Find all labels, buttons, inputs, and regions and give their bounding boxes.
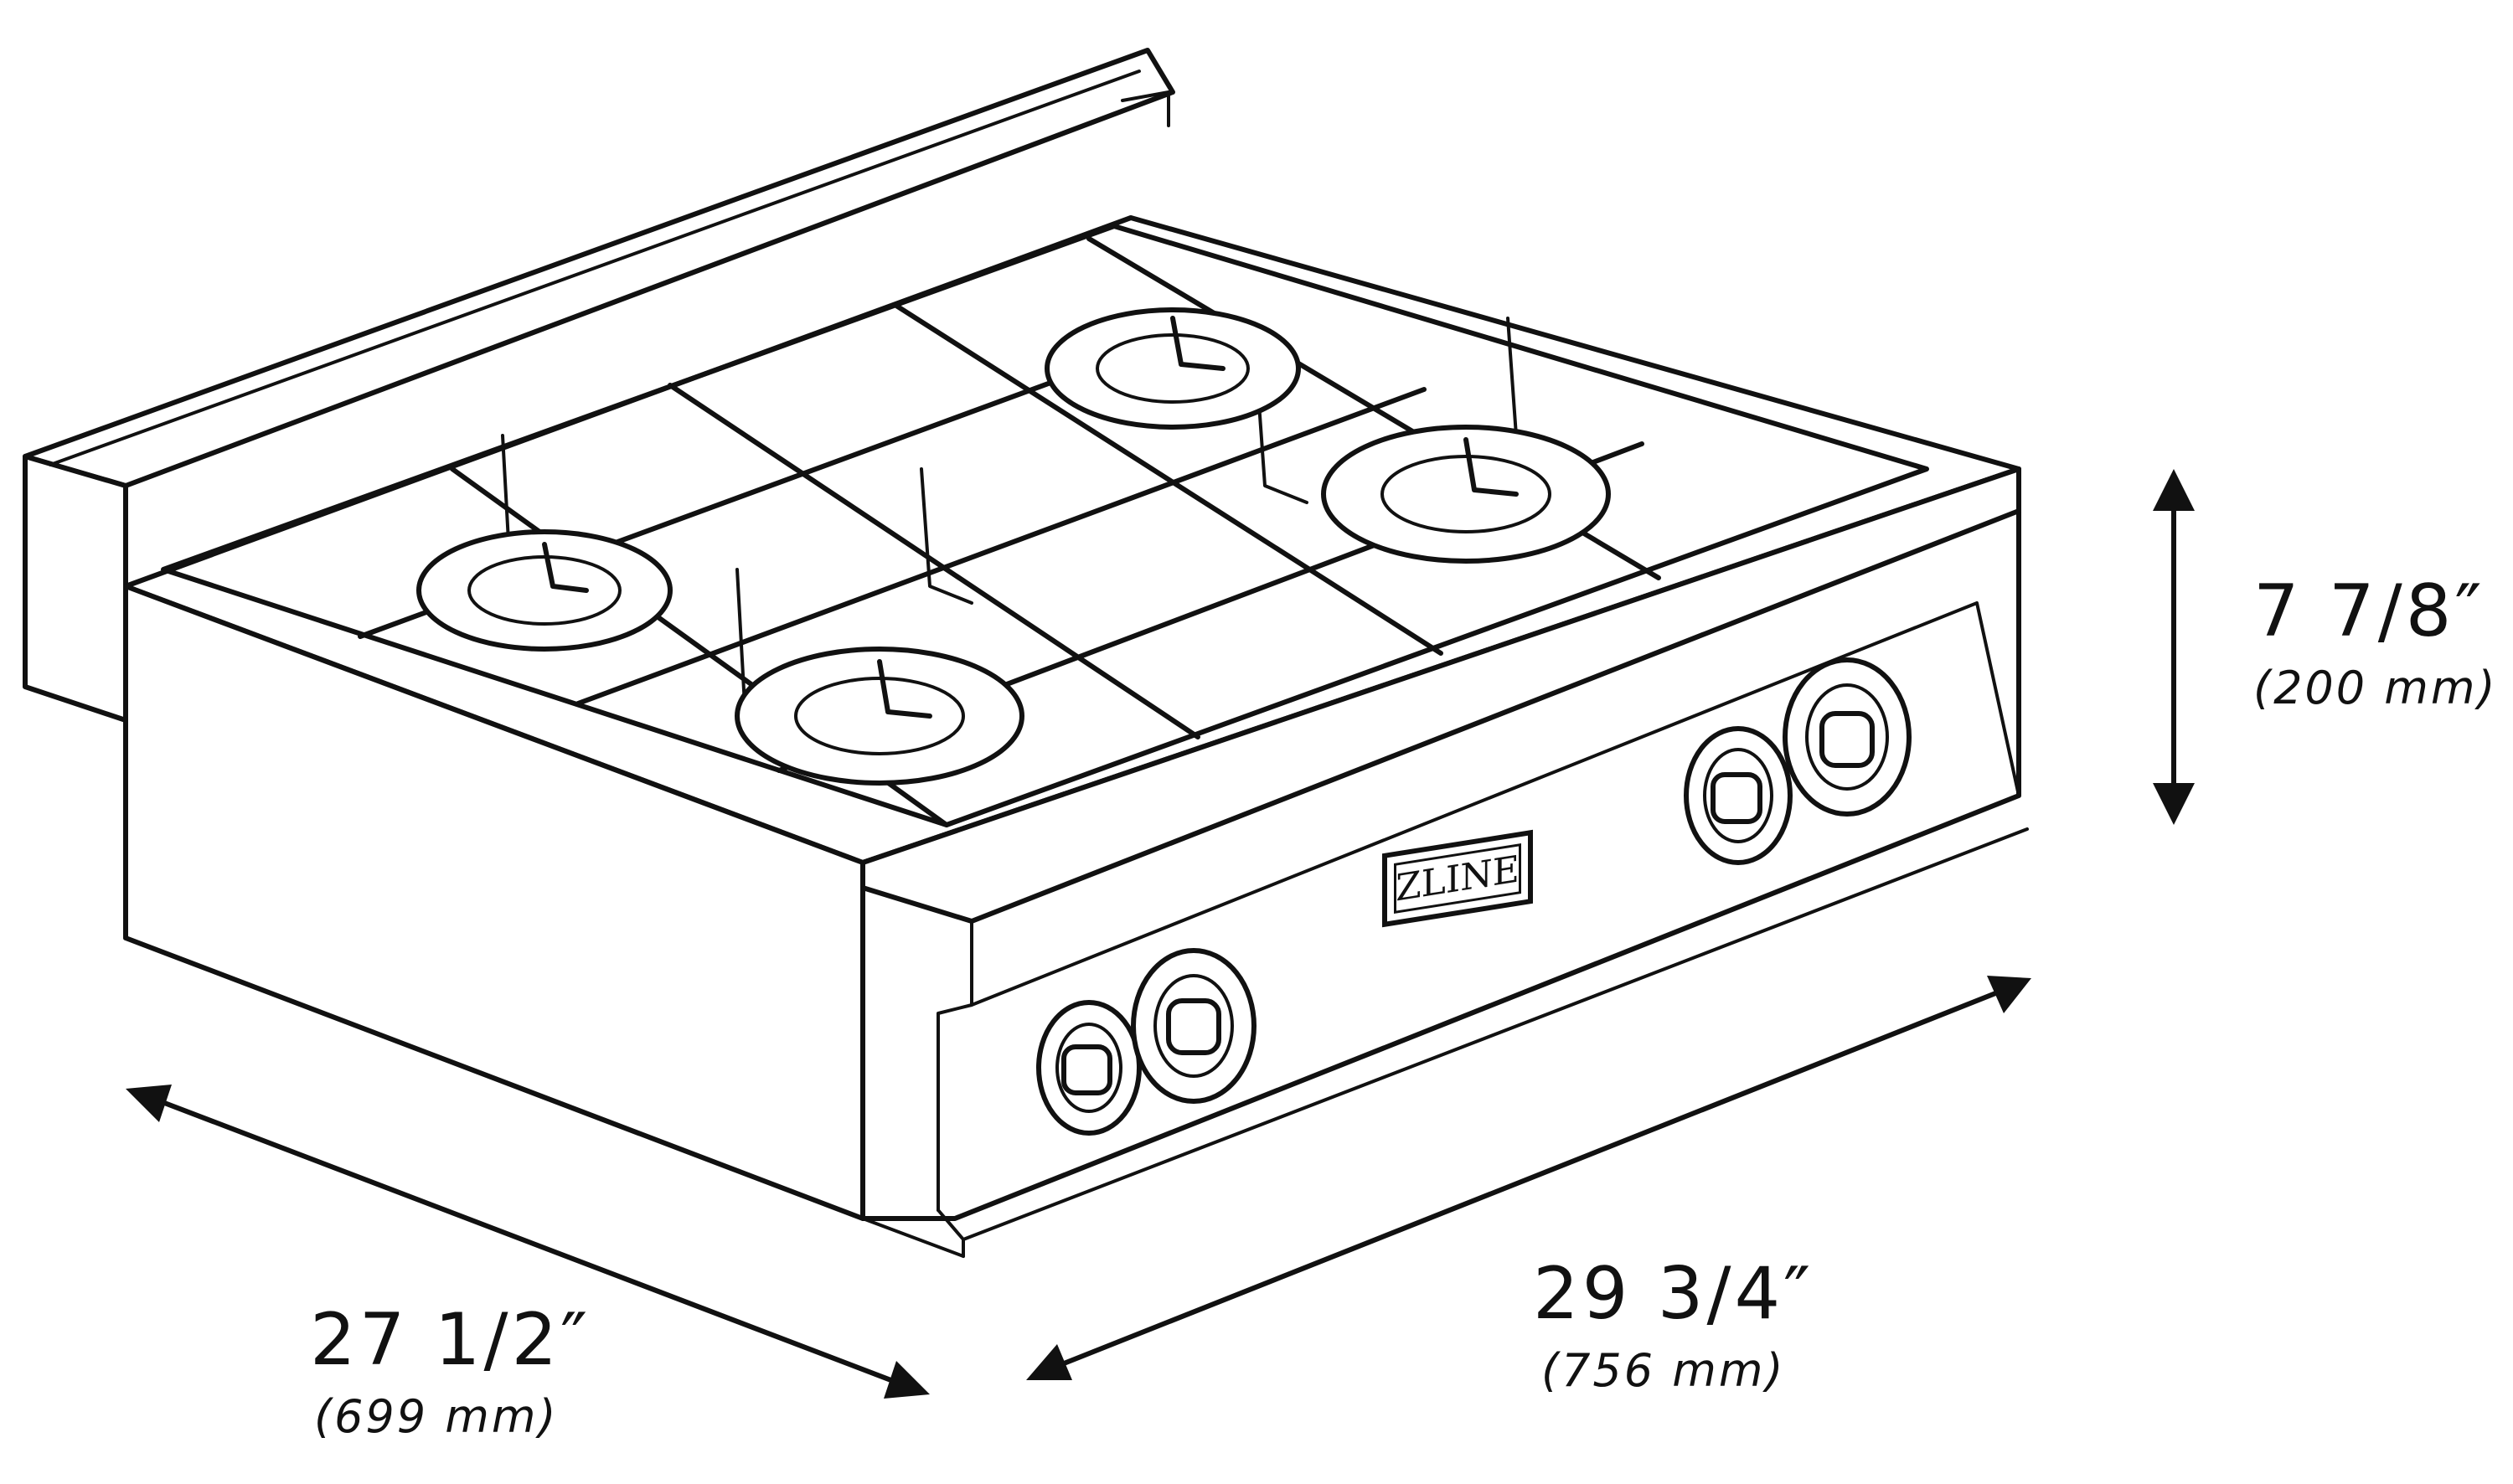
dimension-arrows: [126, 469, 2195, 1399]
brand-logo-frame: [1394, 842, 1521, 915]
knob-4[interactable]: [1783, 657, 1912, 817]
width-dimension-metric: (756 mm): [1541, 1344, 1786, 1397]
knob-3[interactable]: [1684, 726, 1793, 865]
depth-arrow: [126, 1085, 930, 1399]
burner-front-left: [416, 529, 673, 652]
burners: [416, 307, 1611, 786]
depth-dimension: 27 1/2″: [310, 1298, 591, 1382]
backsplash: [23, 48, 1175, 723]
knob-2[interactable]: [1131, 948, 1256, 1104]
burner-rear-right: [1321, 425, 1611, 564]
height-dimension-metric: (200 mm): [2253, 662, 2498, 714]
burner-rear-left: [1045, 307, 1301, 430]
knob-1[interactable]: [1036, 1000, 1142, 1136]
width-dimension: 29 3/4″: [1533, 1252, 1814, 1336]
burner-front-center: [735, 647, 1024, 786]
depth-dimension-metric: (699 mm): [314, 1390, 559, 1443]
height-arrow: [2153, 469, 2195, 825]
height-dimension: 7 7/8″: [2253, 569, 2485, 653]
width-arrow: [1026, 976, 2031, 1380]
control-knobs: [1036, 657, 1912, 1136]
